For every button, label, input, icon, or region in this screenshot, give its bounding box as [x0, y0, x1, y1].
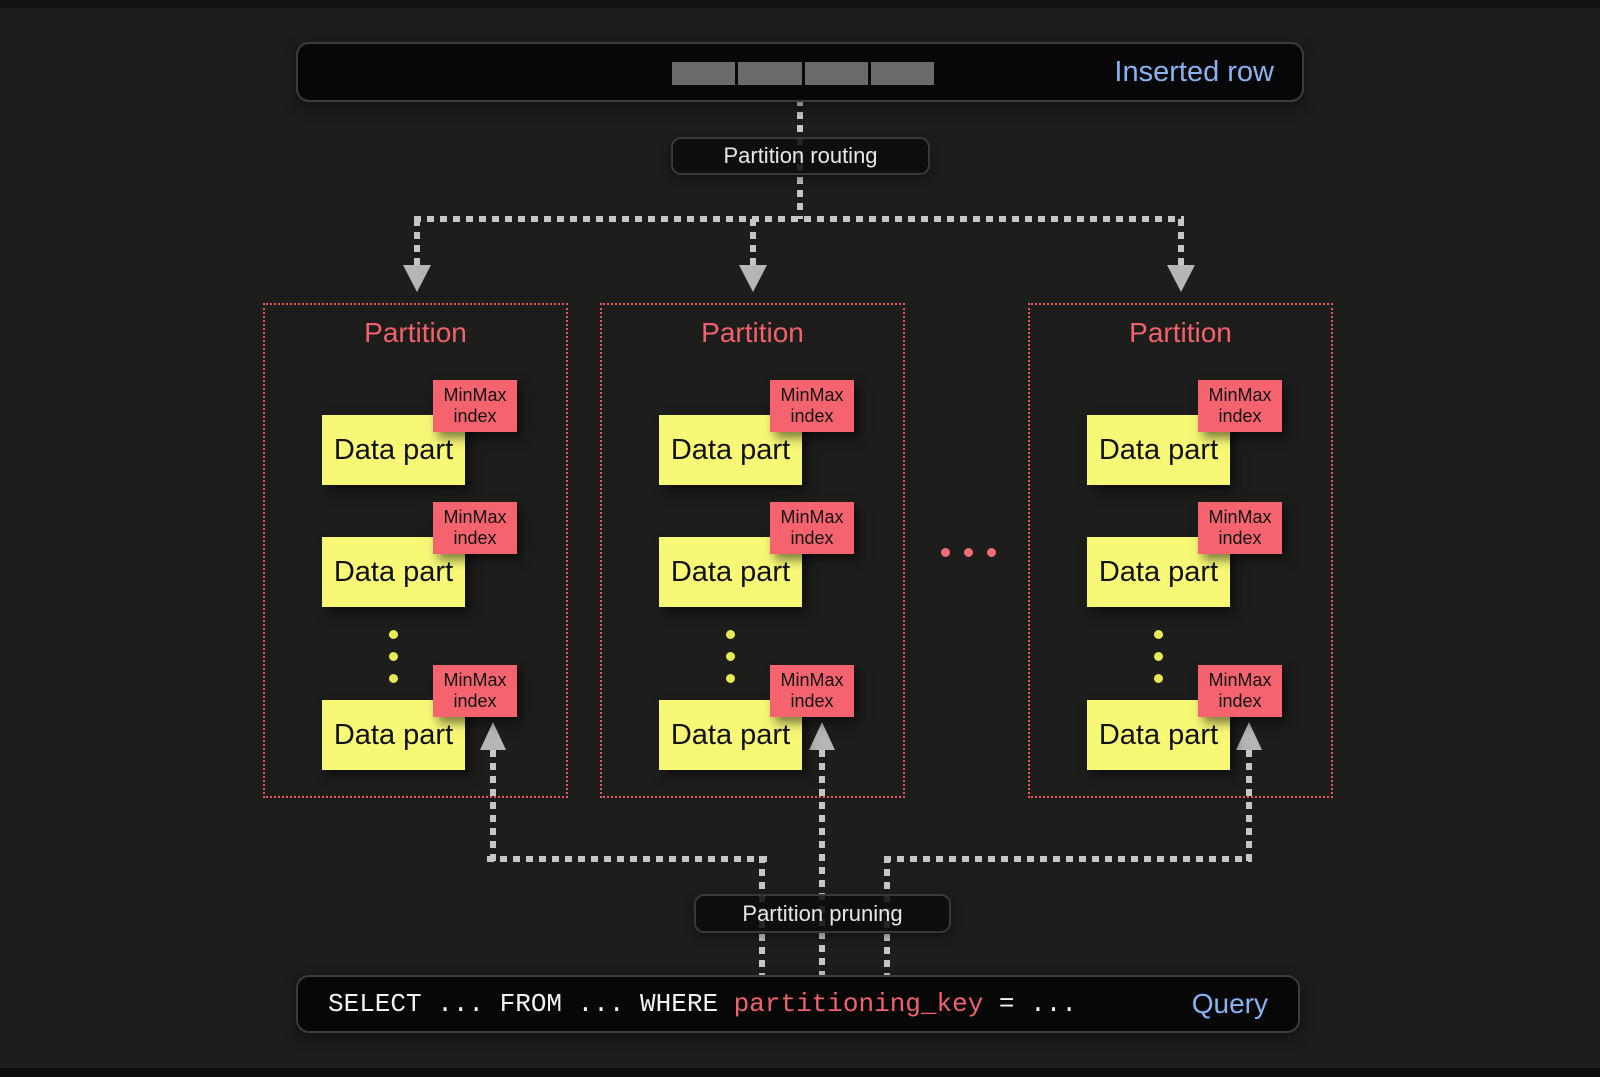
top-edge-band — [0, 0, 1600, 8]
row-segment — [738, 62, 802, 85]
minmax-index-box: MinMax index — [770, 502, 854, 554]
minmax-label-line2: index — [790, 406, 834, 426]
row-segments-bar — [672, 62, 934, 85]
inserted-row-box: Inserted row — [296, 42, 1304, 102]
minmax-label-line2: index — [453, 528, 497, 548]
data-part-box: Data part — [322, 537, 465, 607]
minmax-label-line2: index — [790, 691, 834, 711]
minmax-label-line2: index — [1218, 691, 1262, 711]
partition-box: Partition Data part MinMax index Data pa… — [1028, 303, 1333, 798]
partition-box: Partition Data part MinMax index Data pa… — [263, 303, 568, 798]
minmax-index-box: MinMax index — [1198, 502, 1282, 554]
more-parts-ellipsis — [726, 630, 735, 683]
more-parts-ellipsis — [389, 630, 398, 683]
inserted-row-label: Inserted row — [1114, 55, 1274, 88]
minmax-index-box: MinMax index — [433, 665, 517, 717]
pruning-line-left-up — [490, 750, 496, 862]
row-segment — [672, 62, 736, 85]
minmax-label-line2: index — [1218, 406, 1262, 426]
minmax-index-box: MinMax index — [770, 665, 854, 717]
minmax-index-box: MinMax index — [433, 380, 517, 432]
branch-stub-right — [1178, 219, 1184, 267]
minmax-index-box: MinMax index — [1198, 380, 1282, 432]
partition-title: Partition — [701, 317, 804, 348]
arrow-down-icon — [739, 265, 767, 292]
minmax-label-line1: MinMax — [1208, 507, 1272, 527]
branch-stub-middle — [750, 219, 756, 267]
minmax-label-line1: MinMax — [780, 507, 844, 527]
pruning-line-middle — [819, 750, 825, 975]
minmax-label-line1: MinMax — [443, 670, 507, 690]
data-part-box: Data part — [1087, 537, 1230, 607]
more-parts-ellipsis — [1154, 630, 1163, 683]
minmax-label-line1: MinMax — [443, 507, 507, 527]
pruning-line-right-up — [1246, 750, 1252, 862]
minmax-label-line2: index — [453, 691, 497, 711]
partitioning-key-token: partitioning_key — [733, 989, 984, 1019]
minmax-label-line2: index — [1218, 528, 1262, 548]
minmax-index-box: MinMax index — [770, 380, 854, 432]
minmax-index-box: MinMax index — [1198, 665, 1282, 717]
minmax-label-line1: MinMax — [1208, 670, 1272, 690]
partition-title: Partition — [1129, 317, 1232, 348]
query-code-prefix: SELECT ... FROM ... WHERE — [328, 989, 734, 1019]
row-segment — [804, 62, 868, 85]
partition-title: Partition — [364, 317, 467, 348]
routing-branch-line — [414, 216, 1184, 222]
branch-stub-left — [414, 219, 420, 267]
partition-pruning-label: Partition pruning — [694, 894, 951, 933]
partition-box: Partition Data part MinMax index Data pa… — [600, 303, 905, 798]
row-segment — [870, 62, 934, 85]
more-partitions-ellipsis — [941, 548, 996, 557]
partition-routing-label: Partition routing — [671, 137, 930, 175]
arrow-up-icon — [809, 722, 835, 750]
bottom-edge-band — [0, 1068, 1600, 1077]
arrow-down-icon — [1167, 265, 1195, 292]
pruning-line-right-horizontal — [884, 856, 1252, 862]
minmax-label-line1: MinMax — [1208, 385, 1272, 405]
arrow-up-icon — [480, 722, 506, 750]
pruning-line-left-horizontal — [487, 856, 767, 862]
minmax-label-line1: MinMax — [443, 385, 507, 405]
query-code: SELECT ... FROM ... WHERE partitioning_k… — [328, 989, 1077, 1019]
minmax-label-line2: index — [790, 528, 834, 548]
query-code-suffix: = ... — [983, 989, 1077, 1019]
query-label: Query — [1191, 988, 1268, 1019]
minmax-label-line2: index — [453, 406, 497, 426]
minmax-label-line1: MinMax — [780, 670, 844, 690]
arrow-down-icon — [403, 265, 431, 292]
minmax-index-box: MinMax index — [433, 502, 517, 554]
minmax-label-line1: MinMax — [780, 385, 844, 405]
query-box: SELECT ... FROM ... WHERE partitioning_k… — [296, 975, 1300, 1033]
arrow-up-icon — [1236, 722, 1262, 750]
